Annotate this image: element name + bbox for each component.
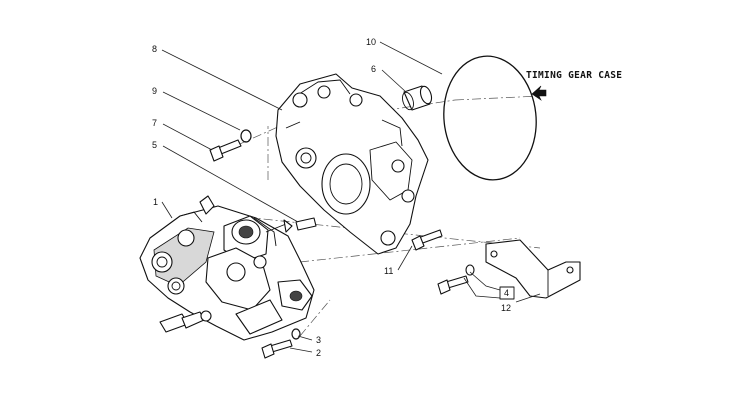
washer-part-3 [291,328,301,340]
callout-12: 12 [501,303,511,313]
callout-5: 5 [152,140,157,150]
o-ring-seal [443,55,537,181]
callout-11: 11 [384,266,393,276]
dowel-pin-part [295,217,317,231]
high-pressure-pump-part [139,195,315,341]
callout-1: 1 [153,197,158,207]
bolt-part-7 [209,139,242,162]
callout-3: 3 [316,335,321,345]
callout-7: 7 [152,118,157,128]
bolt-part-11 [411,229,443,251]
callout-8: 8 [152,44,157,54]
callout-6: 6 [371,64,376,74]
plug-part [402,85,433,111]
bracket-part [485,239,581,299]
timing-gear-case-label: TIMING GEAR CASE [526,70,622,81]
callout-9: 9 [152,86,157,96]
callout-4: 4 [504,288,509,298]
callout-10: 10 [366,37,376,47]
arrow-icon [531,85,547,101]
callout-box-4 [499,286,515,300]
washer-part-9 [240,129,252,143]
callout-2: 2 [316,348,321,358]
leader-lines [161,41,541,353]
bolt-part-2 [261,339,293,359]
bolt-washer-part [437,264,475,295]
pump-flange-part [275,73,429,255]
